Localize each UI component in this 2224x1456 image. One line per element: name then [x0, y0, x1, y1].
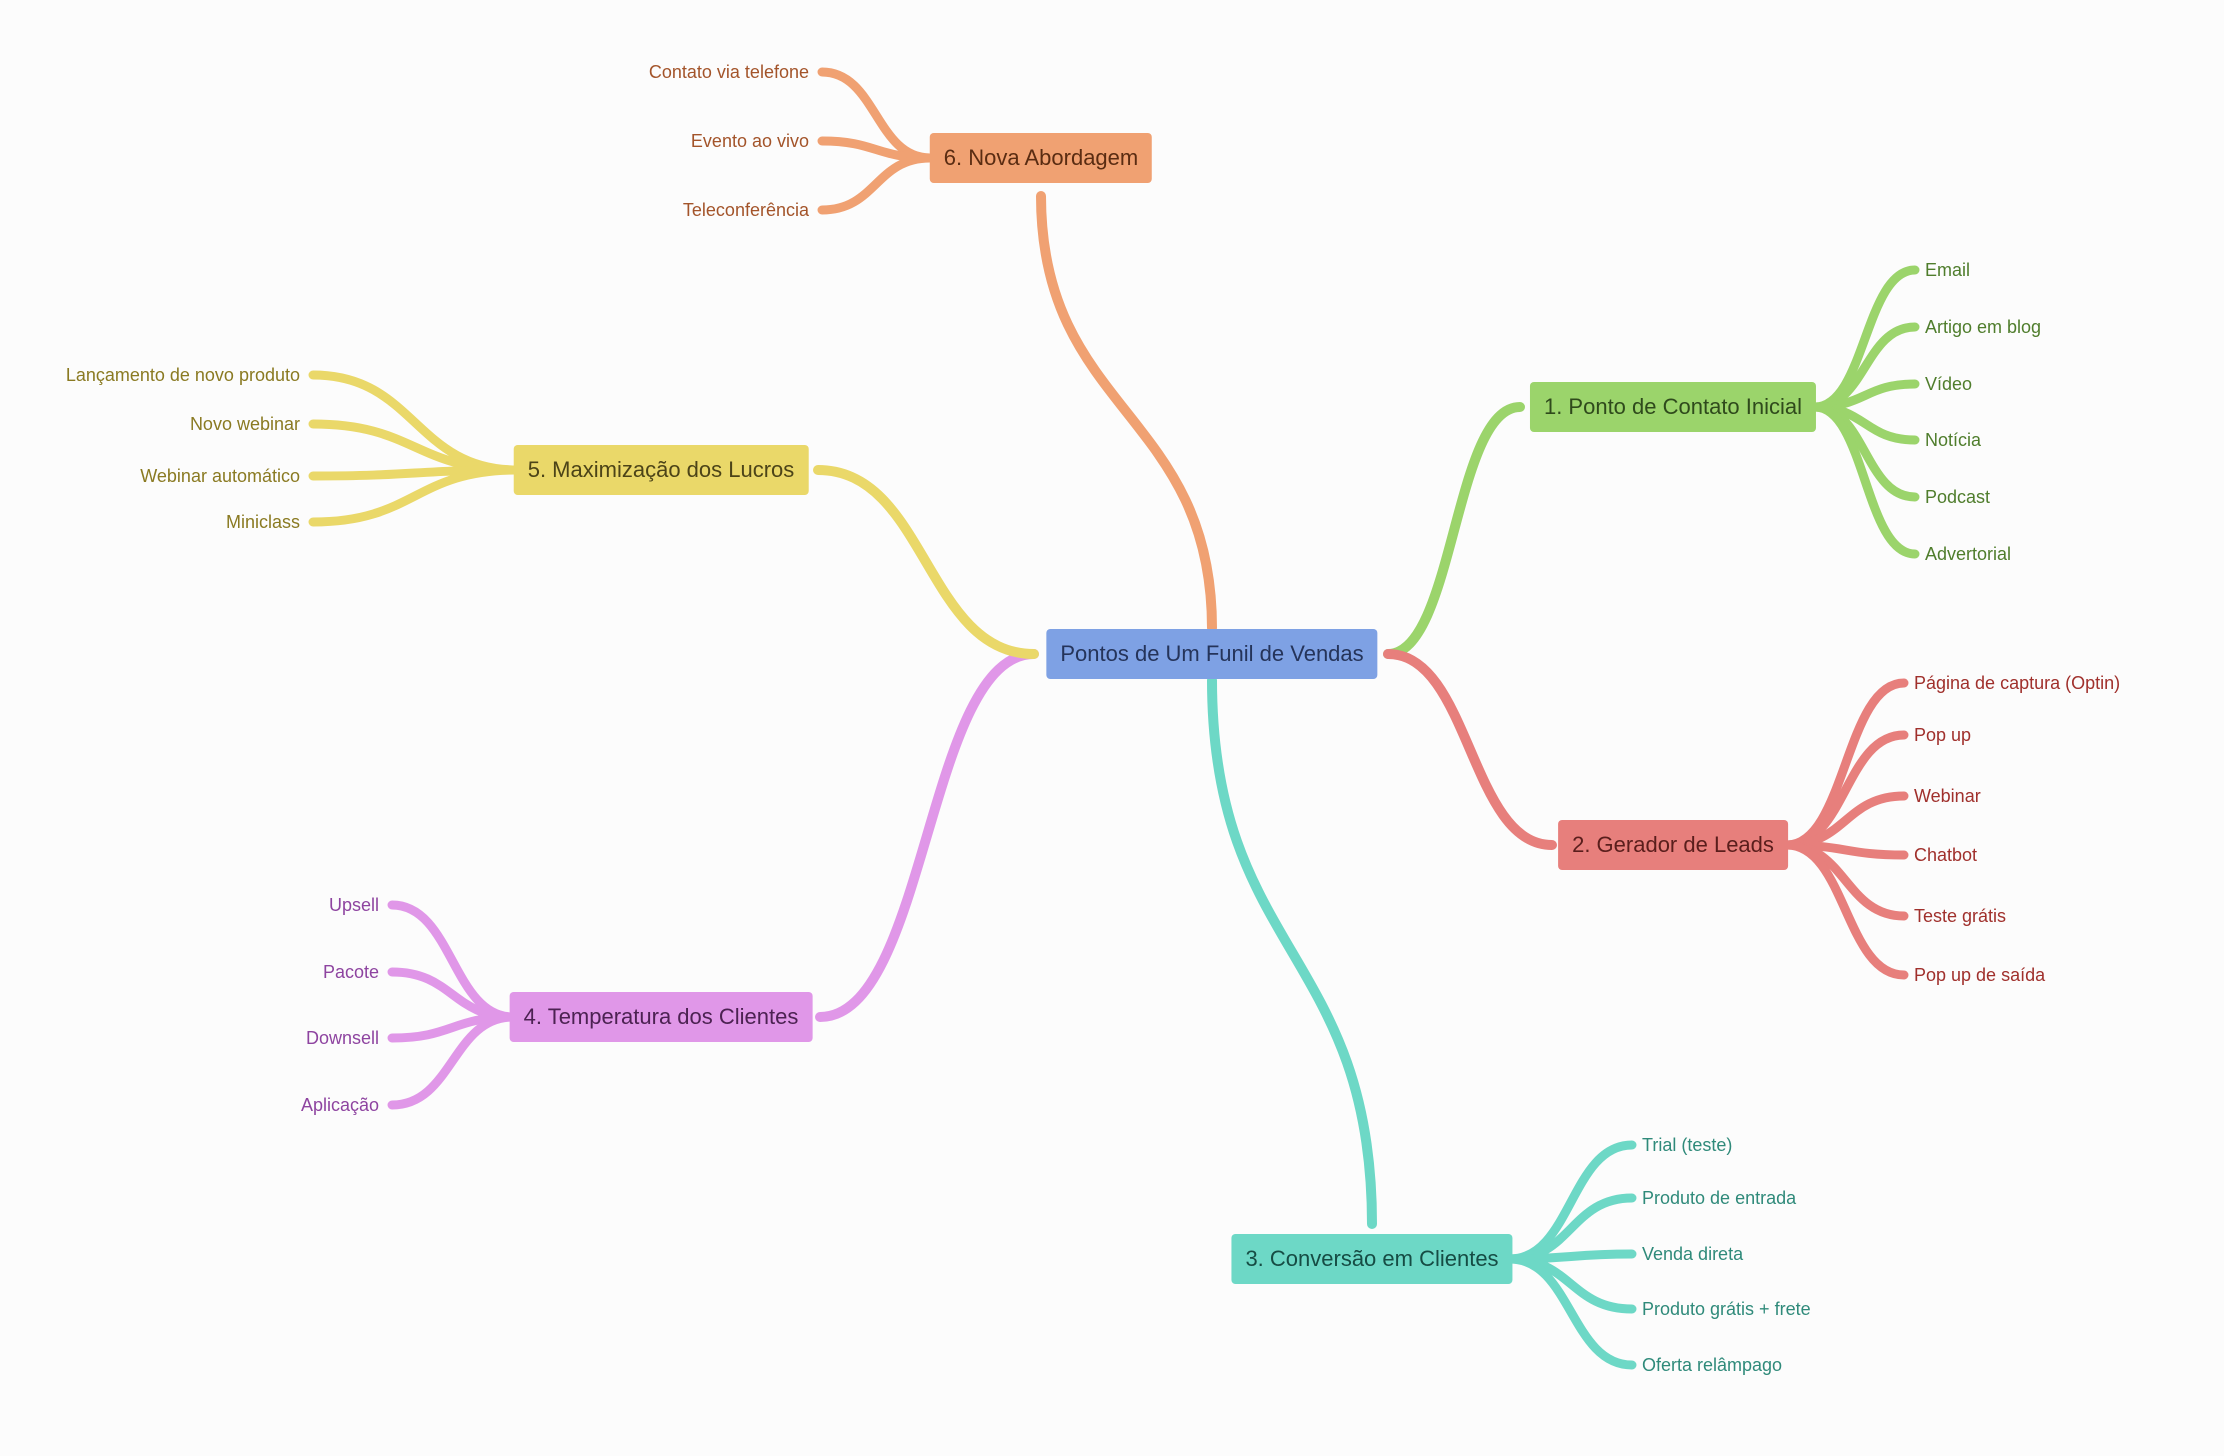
- branch-4-leaf[interactable]: Downsell: [305, 1028, 379, 1048]
- connector-branch-2: [1383, 649, 1557, 850]
- connector-branch-4: [815, 649, 1039, 1022]
- branch-1-node[interactable]: 1. Ponto de Contato Inicial: [1529, 382, 1817, 432]
- branch-3-leaf[interactable]: Produto de entrada: [1642, 1188, 1797, 1208]
- branch-2-leaf[interactable]: Webinar: [1914, 786, 1981, 806]
- center-node[interactable]: Pontos de Um Funil de Vendas: [1046, 629, 1378, 679]
- branch-6-leaf[interactable]: Contato via telefone: [648, 62, 809, 82]
- branch-2-leaf[interactable]: Página de captura (Optin): [1914, 673, 2121, 693]
- branch-2-leaf[interactable]: Chatbot: [1914, 845, 1978, 865]
- branch-1-leaf[interactable]: Artigo em blog: [1925, 317, 2042, 337]
- connector-leaf-1: [1810, 379, 1920, 412]
- connector-branch-3: [1207, 675, 1377, 1229]
- branch-1-leaf[interactable]: Email: [1925, 260, 1971, 280]
- branch-6-node[interactable]: 6. Nova Abordagem: [929, 133, 1153, 183]
- branch-3-leaf[interactable]: Venda direta: [1642, 1244, 1744, 1264]
- branch-5-leaf[interactable]: Lançamento de novo produto: [65, 365, 300, 385]
- connector-branch-1: [1383, 402, 1525, 659]
- branch-2-leaf[interactable]: Teste grátis: [1914, 906, 2007, 926]
- branch-3-leaf[interactable]: Oferta relâmpago: [1642, 1355, 1783, 1375]
- connector-leaf-5: [308, 465, 522, 527]
- branch-2-leaf[interactable]: Pop up: [1914, 725, 1972, 745]
- branch-6-leaf[interactable]: Evento ao vivo: [690, 131, 809, 151]
- branch-1-leaf[interactable]: Podcast: [1925, 487, 1991, 507]
- branch-4-leaf[interactable]: Aplicação: [300, 1095, 379, 1115]
- branch-1-leaf[interactable]: Notícia: [1925, 430, 1982, 450]
- branch-2-leaf[interactable]: Pop up de saída: [1914, 965, 2046, 985]
- branch-3-node[interactable]: 3. Conversão em Clientes: [1231, 1234, 1513, 1284]
- branch-4-leaf[interactable]: Upsell: [328, 895, 379, 915]
- branch-2-node[interactable]: 2. Gerador de Leads: [1558, 820, 1788, 870]
- branch-5-leaf[interactable]: Novo webinar: [189, 414, 300, 434]
- connector-leaf-3: [1505, 1254, 1637, 1370]
- branch-3-leaf[interactable]: Produto grátis + frete: [1642, 1299, 1811, 1319]
- connector-leaf-6: [817, 153, 935, 215]
- connector-leaf-4: [387, 900, 518, 1022]
- connector-leaf-4: [387, 1012, 518, 1110]
- branch-1-leaf[interactable]: Vídeo: [1925, 374, 1973, 394]
- branch-6-leaf[interactable]: Teleconferência: [682, 200, 809, 220]
- connector-leaf-2: [1782, 840, 1909, 980]
- branch-1-leaf[interactable]: Advertorial: [1925, 544, 2012, 564]
- branch-4-leaf[interactable]: Pacote: [322, 962, 379, 982]
- branch-4-node[interactable]: 4. Temperatura dos Clientes: [509, 992, 813, 1042]
- connector-leaf-1: [1810, 402, 1920, 559]
- branch-3-leaf[interactable]: Trial (teste): [1642, 1135, 1733, 1155]
- branch-5-leaf[interactable]: Miniclass: [225, 512, 300, 532]
- branch-5-leaf[interactable]: Webinar automático: [140, 466, 300, 486]
- connector-branch-5: [813, 465, 1039, 659]
- branch-5-node[interactable]: 5. Maximização dos Lucros: [513, 445, 809, 495]
- connector-branch-6: [1036, 191, 1217, 633]
